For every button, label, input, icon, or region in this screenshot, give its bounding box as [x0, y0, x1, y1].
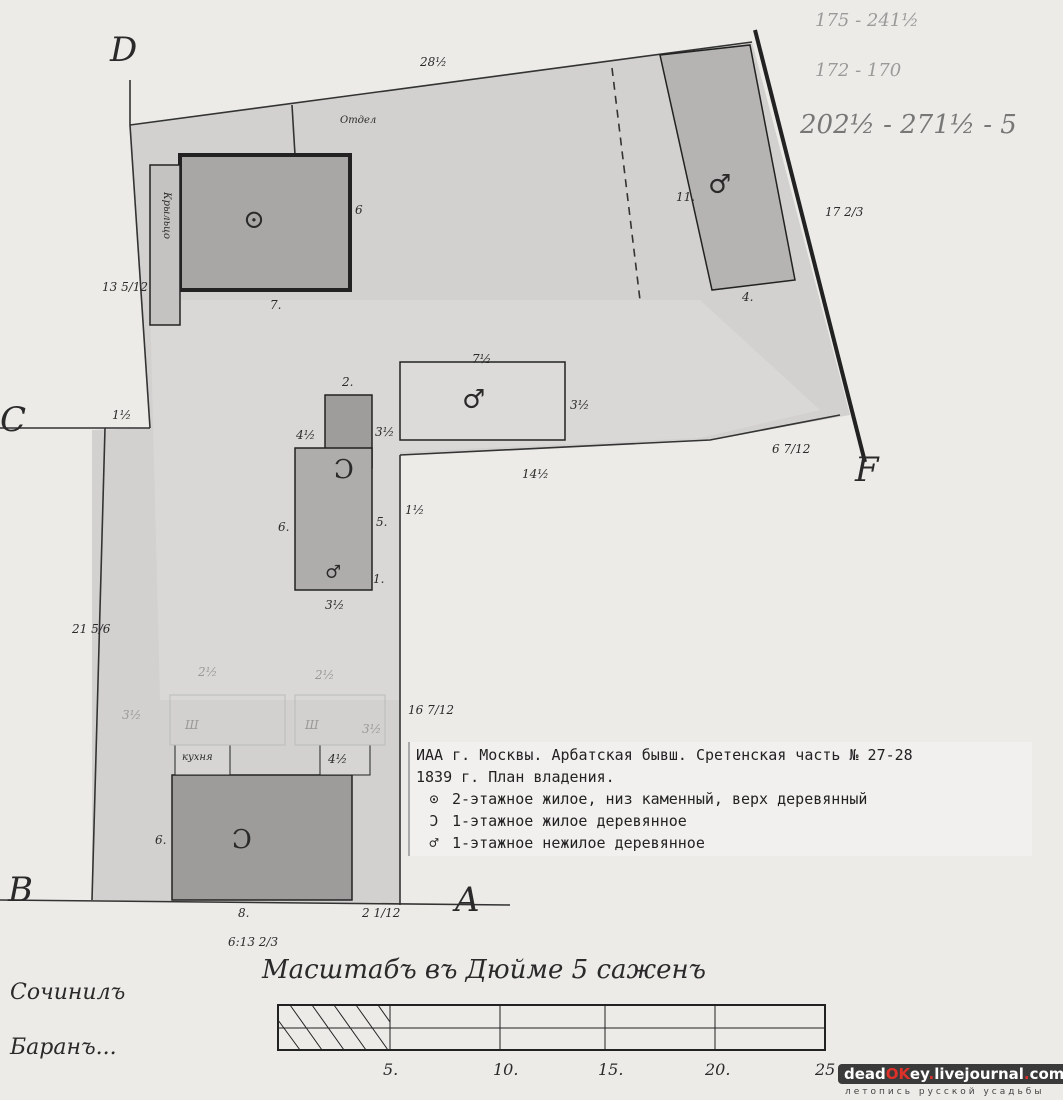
- residential-symbol-icon: Ɔ: [429, 812, 439, 830]
- legend-text: 1-этажное жилое деревянное: [452, 812, 687, 830]
- measurement: 2½: [198, 665, 218, 679]
- measurement: 2½: [315, 668, 335, 682]
- measurement: 13 5/12: [102, 280, 149, 294]
- measurement: 17 2/3: [825, 205, 864, 219]
- legend-item: ⊙ 2-этажное жилое, низ каменный, верх дер…: [416, 788, 1026, 810]
- scale-tick: 20.: [705, 1060, 731, 1079]
- street-line: [753, 29, 867, 463]
- measurement: 3½: [375, 425, 395, 439]
- building-two-storey: [178, 153, 352, 292]
- measurement: 7½: [472, 352, 492, 366]
- legend-text: 2-этажное жилое, низ каменный, верх дере…: [452, 790, 868, 808]
- room-label: Отдел: [340, 115, 377, 126]
- measurement: 3½: [570, 398, 590, 412]
- measurement: 28½: [420, 55, 447, 69]
- legend: ИАА г. Москвы. Арбатская бывш. Сретенска…: [408, 742, 1032, 856]
- measurement: 1.: [373, 572, 385, 586]
- corner-b: B: [8, 870, 33, 910]
- symbol-two-storey: ⊙: [243, 205, 265, 235]
- measurement: 2 1/12: [362, 906, 401, 920]
- building-residential-bottom: [171, 774, 353, 901]
- measurement: 4.: [742, 290, 754, 304]
- measurement: 14½: [522, 467, 549, 481]
- two-storey-symbol-icon: ⊙: [429, 790, 439, 808]
- measurement: 8.: [238, 906, 250, 920]
- watermark-subtitle: летопись русской усадьбы: [845, 1087, 1045, 1097]
- legend-source: ИАА г. Москвы. Арбатская бывш. Сретенска…: [416, 746, 913, 764]
- signature: Баранъ...: [10, 1035, 117, 1060]
- annex: [319, 744, 371, 776]
- scale-bar[interactable]: [277, 1004, 826, 1051]
- symbol-nonresidential: ♂: [708, 170, 732, 200]
- room-label: Крыльцо: [161, 191, 173, 240]
- building-small-bottom: [294, 447, 373, 591]
- buildings: [149, 44, 796, 901]
- scale-tick: 25: [815, 1060, 836, 1079]
- legend-text: 1-этажное нежилое деревянное: [452, 834, 705, 852]
- measurement: 1½: [112, 408, 132, 422]
- corner-f: F: [855, 450, 879, 490]
- measurement: 3½: [362, 722, 382, 736]
- symbol-residential: Ɔ: [232, 825, 252, 855]
- legend-item: ♂ 1-этажное нежилое деревянное: [416, 832, 1026, 854]
- pencil-note: 202½ - 271½ - 5: [800, 110, 1017, 140]
- measurement: 6 7/12: [772, 442, 811, 456]
- corner-d: D: [110, 30, 138, 70]
- measurement: 21 5/6: [72, 622, 111, 636]
- pencil-note: 175 - 241½: [815, 10, 919, 31]
- measurement: 3½: [122, 708, 142, 722]
- building-shed-right: [659, 44, 796, 291]
- measurement: 5.: [376, 515, 388, 529]
- porch: [149, 164, 181, 326]
- scale-tick: 15.: [598, 1060, 624, 1079]
- symbol-nonresidential: ♂: [325, 562, 342, 583]
- measurement: 6: [355, 203, 363, 217]
- corner-a: A: [455, 880, 480, 920]
- measurement: 2.: [342, 375, 354, 389]
- measurement: 1½: [405, 503, 425, 517]
- measurement: 4½: [296, 428, 316, 442]
- measurement: 11.: [676, 190, 696, 204]
- symbol-residential: Ɔ: [334, 455, 354, 485]
- signature: Сочинилъ: [10, 980, 126, 1005]
- pencil-note: 172 - 170: [815, 60, 902, 81]
- room-label: Ш: [185, 718, 199, 732]
- lot-boundary: [0, 41, 841, 906]
- scale-tick: 10.: [493, 1060, 519, 1079]
- nonresidential-symbol-icon: ♂: [429, 834, 439, 852]
- watermark: deadOKey.livejournal.com: [838, 1064, 1063, 1084]
- symbol-nonresidential: ♂: [462, 385, 486, 415]
- room-label: Ш: [305, 718, 319, 732]
- building-shed-middle: [399, 361, 566, 441]
- measurement: 6:13 2/3: [228, 935, 279, 949]
- measurement: 7.: [270, 298, 282, 312]
- measurement: 6.: [278, 520, 290, 534]
- legend-item: Ɔ 1-этажное жилое деревянное: [416, 810, 1026, 832]
- scale-title: Масштабъ въ Дюйме 5 саженъ: [262, 955, 706, 985]
- scale-tick: 5.: [383, 1060, 399, 1079]
- room-label: кухня: [182, 752, 213, 763]
- measurement: 16 7/12: [408, 703, 455, 717]
- measurement: 4½: [328, 752, 348, 766]
- yard-area: [150, 300, 820, 700]
- measurement: 3½: [325, 598, 345, 612]
- legend-title: 1839 г. План владения.: [416, 768, 615, 786]
- corner-c: C: [0, 400, 27, 440]
- measurement: 6.: [155, 833, 167, 847]
